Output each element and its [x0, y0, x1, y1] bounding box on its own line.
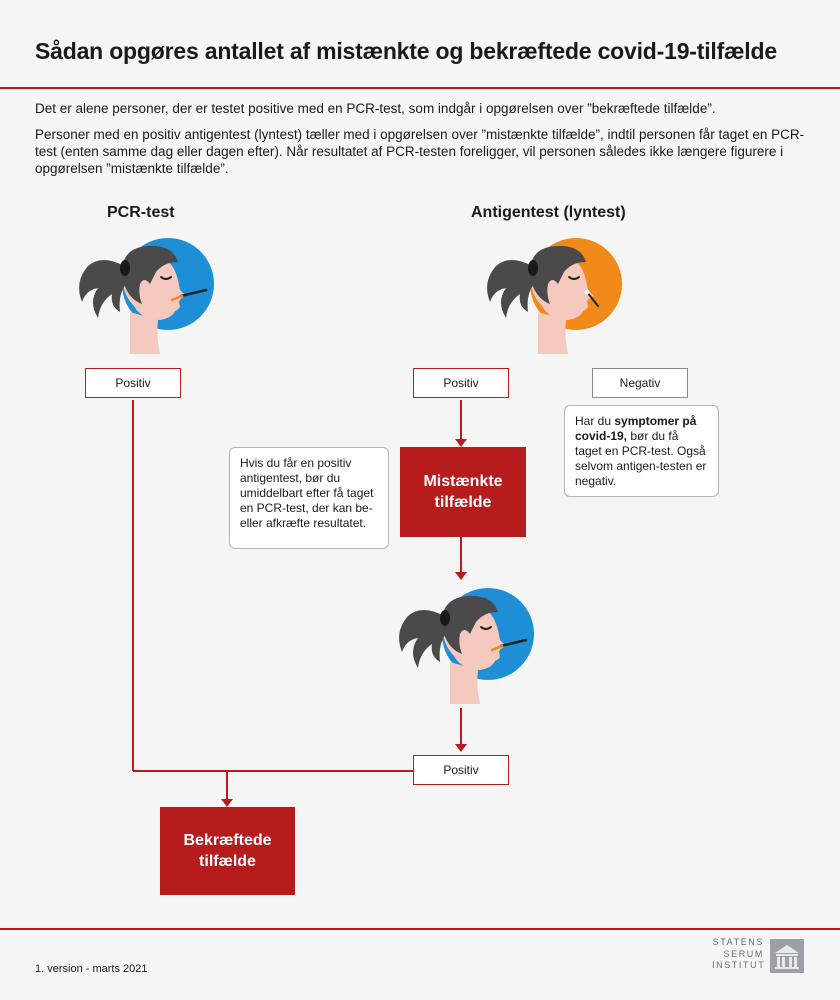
ssi-building-icon	[770, 939, 804, 973]
confirmed-line-1: Bekræftede	[183, 832, 272, 849]
pcr-test-person-icon	[79, 238, 214, 354]
symptoms-note-suffix: bør du få taget en PCR-test. Også selvom…	[575, 429, 707, 488]
suspected-line-2: tilfælde	[434, 494, 492, 511]
confirmed-cases-box: Bekræftede tilfælde	[160, 807, 295, 895]
symptoms-note-prefix: Har du	[575, 414, 615, 428]
logo-wordmark: STATENS SERUM INSTITUT	[712, 937, 766, 970]
symptoms-note: Har du symptomer på covid-19, bør du få …	[564, 405, 719, 497]
intro-paragraph-1: Det er alene personer, der er testet pos…	[35, 101, 716, 116]
suspected-cases-box: Mistænkte tilfælde	[400, 447, 526, 537]
top-divider	[0, 87, 840, 89]
arrowhead-suspected	[455, 439, 467, 447]
ssi-logo: STATENS SERUM INSTITUT	[712, 937, 807, 977]
arrowhead-confirmed	[221, 799, 233, 807]
positive-antigen-note: Hvis du får en positiv antigentest, bør …	[229, 447, 389, 549]
symptoms-note-bold: symptomer på covid-19,	[575, 414, 697, 443]
second-pcr-test-person-icon	[399, 588, 534, 704]
arrowhead-second-pcr	[455, 572, 467, 580]
second-pcr-positive-box: Positiv	[413, 755, 509, 785]
intro-paragraph-2: Personer med en positiv antigentest (lyn…	[35, 127, 805, 176]
pcr-positive-box: Positiv	[85, 368, 181, 398]
page-title: Sådan opgøres antallet af mistænkte og b…	[35, 38, 777, 64]
pcr-test-heading: PCR-test	[107, 204, 175, 221]
antigen-test-person-icon	[487, 238, 622, 354]
confirmed-line-2: tilfælde	[199, 853, 256, 870]
arrowhead-second-positive	[455, 744, 467, 752]
bottom-divider	[0, 928, 840, 930]
suspected-line-1: Mistænkte	[423, 473, 503, 490]
version-label: 1. version - marts 2021	[35, 963, 148, 975]
antigen-negative-box: Negativ	[592, 368, 688, 398]
antigen-positive-box: Positiv	[413, 368, 509, 398]
antigen-test-heading: Antigentest (lyntest)	[471, 204, 626, 221]
